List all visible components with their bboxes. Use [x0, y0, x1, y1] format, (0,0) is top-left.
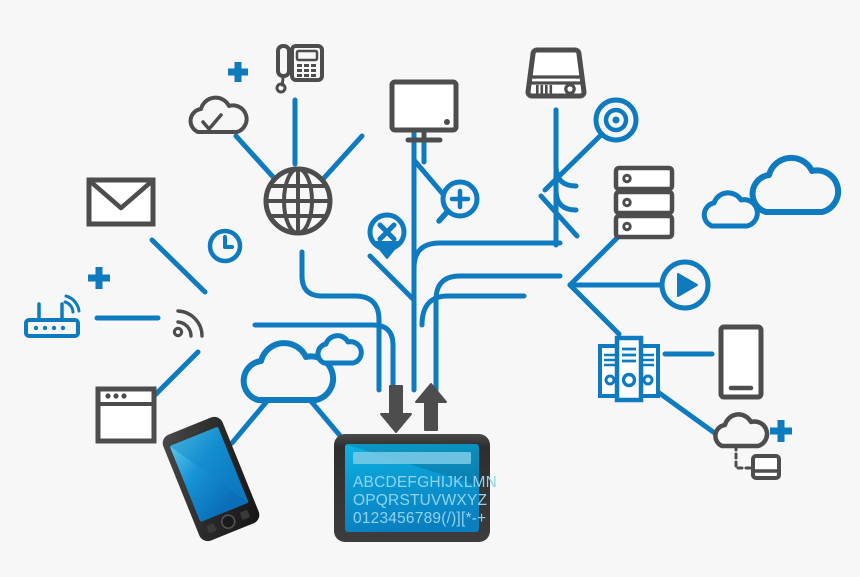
- cloud-icon: [240, 340, 337, 403]
- branch-line-right-upper-stub: [419, 293, 527, 328]
- cloud-icon: [749, 154, 842, 215]
- desk-phone-icon: [275, 44, 324, 94]
- disk-drive-icon: [525, 47, 587, 99]
- branch-line-to-map-pin: [367, 253, 417, 303]
- target-icon: [593, 97, 639, 143]
- plus-icon: [228, 62, 248, 82]
- spoke-globe-upper-right: [321, 133, 365, 181]
- branch-line-envelope-diagonal: [149, 237, 208, 295]
- branch-line-to-target: [542, 133, 603, 193]
- branch-line-hub-upper: [567, 232, 623, 288]
- arrow-down-icon: [380, 385, 412, 433]
- arrow-up-icon: [415, 383, 447, 431]
- plus-icon: [88, 267, 110, 289]
- monitor-icon: [389, 79, 459, 143]
- branch-line-hub-lower: [567, 282, 622, 337]
- branch-line-browser-diagonal: [147, 349, 201, 403]
- clock-icon: [207, 228, 243, 264]
- browser-window-icon: [95, 386, 157, 444]
- branch-line-cloud-to-phone: [229, 397, 271, 446]
- branch-line-to-globe: [299, 249, 382, 393]
- play-circle-icon: [659, 259, 711, 311]
- spoke-globe-to-cloudcheck: [233, 133, 277, 181]
- branch-line-disk-diagonal: [538, 193, 580, 239]
- cloud-icon: [701, 190, 760, 229]
- tablet-icon: [718, 324, 764, 400]
- envelope-icon: [86, 177, 156, 227]
- branch-line-cloud-to-tablet: [307, 397, 345, 441]
- tablet-search-bar[interactable]: [353, 452, 471, 464]
- server-rack-icon: [613, 165, 675, 240]
- map-pin-x-icon: [367, 212, 407, 259]
- wifi-signal-icon: [172, 309, 204, 338]
- server-towers-icon: [598, 335, 660, 403]
- cloud-check-icon: [188, 95, 249, 134]
- tablet-text-line-1: ABCDEFGHIJKLMN: [353, 474, 497, 491]
- plus-icon: [770, 420, 792, 442]
- branch-line-towers-to-cloud-device: [648, 384, 719, 437]
- branch-line-right-upper: [411, 240, 563, 271]
- globe-icon: [263, 166, 333, 236]
- tablet-text-line-3: 0123456789(/)][*-+: [353, 510, 486, 527]
- branch-line-left-lower: [252, 322, 396, 393]
- cloud-icon: [315, 333, 364, 366]
- tablet-text-line-2: OPQRSTUVWXYZ: [353, 492, 487, 509]
- cloud-device-icon: [713, 412, 781, 480]
- magnifier-plus-icon: [436, 179, 480, 224]
- smartphone-device: [162, 416, 260, 542]
- router-icon: [24, 294, 81, 338]
- tablet-device: ABCDEFGHIJKLMN OPQRSTUVWXYZ 0123456789(/…: [334, 434, 497, 542]
